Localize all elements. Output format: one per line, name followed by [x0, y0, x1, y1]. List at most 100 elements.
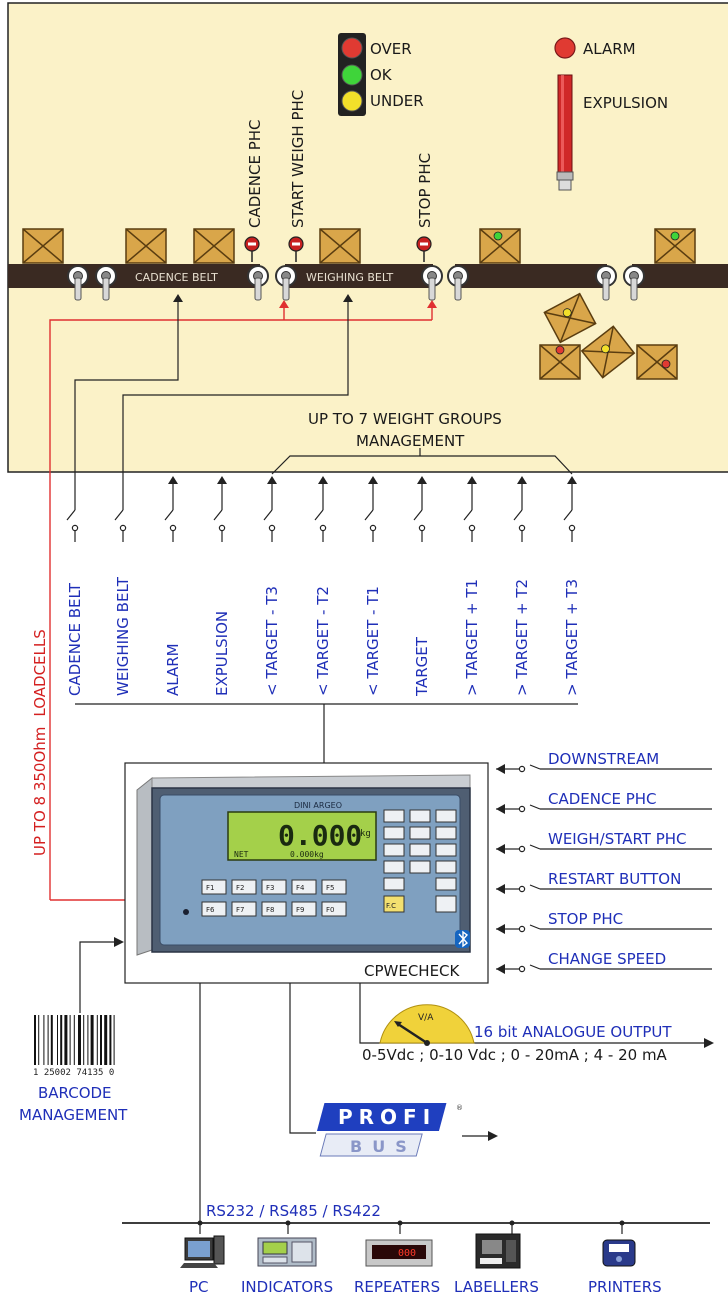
profibus-logo-icon: PROFI BUS ®	[316, 1103, 463, 1157]
weighing-belt-wire	[122, 300, 349, 498]
rejected-box-over-icon	[636, 344, 678, 380]
barcode-bar	[96, 1015, 98, 1065]
input-labels: DOWNSTREAM CADENCE PHC WEIGH/START PHC R…	[548, 750, 687, 968]
output-label: < TARGET - T2	[314, 586, 332, 696]
input-lines	[496, 764, 712, 974]
output-belt	[632, 264, 728, 288]
analog-output-ranges: 0-5Vdc ; 0-10 Vdc ; 0 - 20mA ; 4 - 20 mA	[362, 1046, 668, 1064]
input-label: RESTART BUTTON	[548, 870, 681, 888]
labeller-icon	[475, 1233, 521, 1269]
fc-key	[383, 895, 405, 913]
alarm-lamp-icon	[554, 37, 576, 59]
gauge-label: V/A	[418, 1013, 434, 1023]
weight-groups-label-line1: UP TO 7 WEIGHT GROUPS	[308, 410, 502, 428]
lcd-sub: 0.000kg	[290, 850, 324, 859]
peripheral-label: REPEATERS	[354, 1278, 440, 1296]
input-label: DOWNSTREAM	[548, 750, 659, 768]
barcode-bar	[78, 1015, 81, 1065]
expulsion-piston-icon	[556, 74, 574, 191]
indicator-icon	[257, 1237, 317, 1267]
output-labels: CADENCE BELT WEIGHING BELT ALARM EXPULSI…	[66, 576, 581, 697]
output-label: CADENCE BELT	[66, 582, 84, 696]
fc-key-label: F.C	[386, 902, 396, 910]
profibus-bottom: BUS	[350, 1137, 417, 1156]
input-label: WEIGH/START PHC	[548, 830, 687, 848]
barcode-bar	[34, 1015, 36, 1065]
barcode-bar	[83, 1015, 85, 1065]
peripheral-label: INDICATORS	[241, 1278, 333, 1296]
barcode-bar	[64, 1015, 68, 1065]
barcode-bar	[47, 1015, 49, 1065]
svg-text:F8: F8	[266, 906, 274, 914]
cpwecheck-device: DINI ARGEO 0.000 kg NET 0.000kg F.C F1 F…	[136, 774, 471, 956]
output-label: > TARGET + T3	[563, 579, 581, 696]
traffic-light: OVER OK UNDER	[338, 33, 424, 116]
start-weigh-phc-label: START WEIGH PHC	[289, 90, 307, 228]
barcode-bar	[104, 1015, 108, 1065]
barcode-bar	[57, 1015, 58, 1065]
svg-text:F4: F4	[296, 884, 305, 892]
output-label: WEIGHING BELT	[114, 576, 132, 696]
loadcell-wiring	[49, 300, 437, 901]
lcd-value: 0.000	[278, 819, 362, 852]
checked-box-ok-icon	[479, 228, 521, 264]
over-lamp-icon	[341, 37, 363, 59]
profibus-top: PROFI	[338, 1105, 436, 1129]
peripheral-label: PC	[189, 1278, 209, 1296]
output-label: EXPULSION	[213, 611, 231, 696]
cadence-belt	[8, 264, 260, 288]
exit-belt	[455, 264, 607, 288]
checked-box-ok-icon	[654, 228, 696, 264]
output-switches	[66, 476, 577, 543]
peripheral-label: PRINTERS	[588, 1278, 662, 1296]
rejected-box-under-icon	[543, 292, 597, 344]
weight-groups-bracket	[271, 455, 573, 475]
lcd-net: NET	[234, 850, 249, 859]
rejected-box-under-icon	[581, 325, 635, 379]
output-label: > TARGET + T1	[463, 579, 481, 696]
repeater-display: 000	[398, 1248, 416, 1259]
cadence-belt-label: CADENCE BELT	[135, 271, 218, 284]
weighing-belt-label: WEIGHING BELT	[306, 271, 393, 284]
lcd-unit: kg	[360, 829, 371, 839]
repeater-icon: 000	[365, 1239, 433, 1267]
barcode-icon	[34, 1015, 115, 1065]
output-label: > TARGET + T2	[513, 579, 531, 696]
svg-text:F6: F6	[206, 906, 215, 914]
barcode-bar	[69, 1015, 71, 1065]
under-lamp-icon	[341, 90, 363, 112]
enter-key	[435, 895, 457, 913]
expulsion-label: EXPULSION	[583, 94, 668, 112]
box-icon	[319, 228, 361, 264]
under-label: UNDER	[370, 92, 424, 110]
box-icon	[125, 228, 167, 264]
box-icon	[22, 228, 64, 264]
barcode-line	[79, 941, 116, 1013]
input-label: CHANGE SPEED	[548, 950, 666, 968]
svg-text:F9: F9	[296, 906, 304, 914]
cadence-phc-label: CADENCE PHC	[246, 119, 264, 228]
barcode-bar	[38, 1015, 40, 1065]
input-label: STOP PHC	[548, 910, 623, 928]
serial-taps	[197, 1220, 625, 1234]
ok-lamp-icon	[341, 64, 363, 86]
device-name: CPWECHECK	[364, 962, 461, 980]
barcode-label-line2: MANAGEMENT	[19, 1106, 128, 1124]
pc-icon	[180, 1235, 225, 1268]
output-label: < TARGET - T1	[364, 586, 382, 696]
svg-text:®: ®	[456, 1104, 463, 1112]
svg-text:F3: F3	[266, 884, 274, 892]
barcode-digits: 1 25002 74135 0	[33, 1068, 114, 1078]
barcode-bar	[43, 1015, 45, 1065]
alarm-label: ALARM	[583, 40, 636, 58]
barcode-bar	[100, 1015, 102, 1065]
svg-text:F0: F0	[326, 906, 334, 914]
svg-text:F1: F1	[206, 884, 214, 892]
barcode-bar	[87, 1015, 89, 1065]
machine-panel	[7, 2, 728, 473]
weight-groups-label-line2: MANAGEMENT	[356, 432, 465, 450]
svg-text:F2: F2	[236, 884, 244, 892]
status-led-icon	[183, 909, 189, 915]
input-label: CADENCE PHC	[548, 790, 657, 808]
